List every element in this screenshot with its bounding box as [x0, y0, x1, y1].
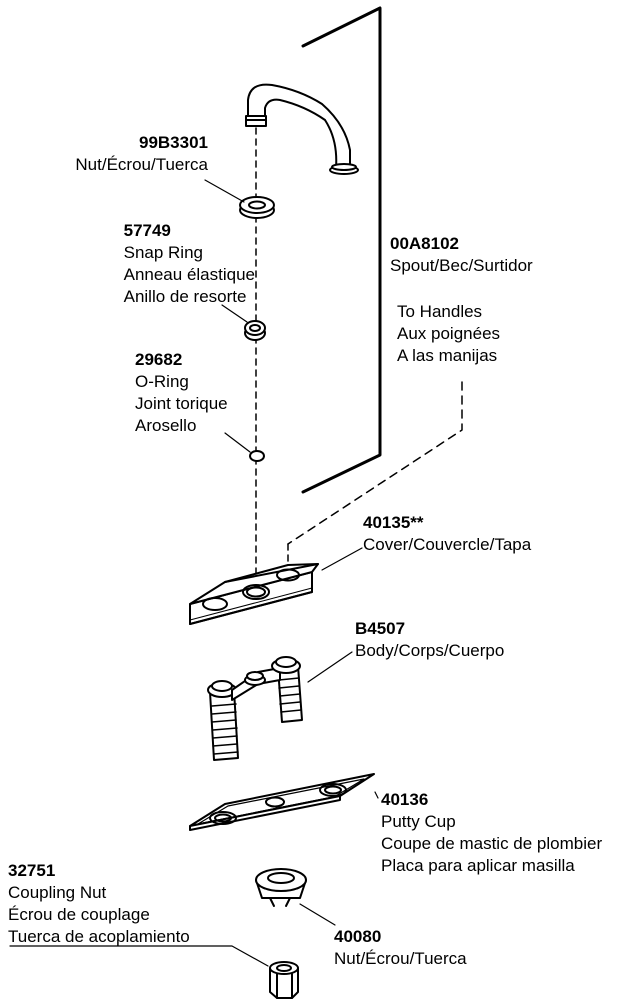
putty-cup-leader	[374, 791, 379, 799]
label-putty-cup: 40136 Putty Cup Coupe de mastic de plomb…	[381, 789, 602, 877]
part-description: Écrou de couplage	[8, 905, 150, 924]
label-spout-nut: 99B3301 Nut/Écrou/Tuerca	[75, 132, 208, 176]
note-line: Aux poignées	[397, 324, 501, 343]
part-description: Putty Cup	[381, 812, 456, 831]
part-number: 32751	[8, 861, 56, 880]
label-to-handles: To Handles Aux poignées A las manijas	[397, 301, 500, 367]
part-description: Joint torique	[135, 394, 228, 413]
part-description: Coupe de mastic de plombier	[381, 834, 603, 853]
part-description: Anillo de resorte	[123, 287, 247, 306]
bottom-nut-part	[255, 868, 307, 907]
label-coupling-nut: 32751 Coupling Nut Écrou de couplage Tue…	[8, 860, 190, 948]
part-description: Cover/Couvercle/Tapa	[363, 535, 532, 554]
part-description: Snap Ring	[123, 243, 203, 262]
spout-nut-leader	[204, 179, 245, 203]
part-number: 40080	[334, 927, 382, 946]
o-ring-leader	[224, 432, 251, 453]
label-cover: 40135** Cover/Couvercle/Tapa	[363, 512, 531, 556]
body-part	[207, 656, 303, 761]
spout-part	[245, 83, 359, 175]
note-line: To Handles	[397, 302, 483, 321]
part-number: 57749	[123, 221, 171, 240]
coupling-nut-leader	[9, 945, 269, 967]
part-description: Coupling Nut	[8, 883, 107, 902]
handles-dashed-line	[287, 381, 463, 545]
part-description: Tuerca de acoplamiento	[8, 927, 190, 946]
label-body: B4507 Body/Corps/Cuerpo	[355, 618, 504, 662]
putty-cup-part	[189, 773, 375, 831]
part-description: O-Ring	[135, 372, 189, 391]
label-bottom-nut: 40080 Nut/Écrou/Tuerca	[334, 926, 467, 970]
label-snap-ring: 57749 Snap Ring Anneau élastique Anillo …	[124, 220, 255, 308]
part-description: Spout/Bec/Surtidor	[390, 256, 533, 275]
o-ring-part	[249, 450, 265, 462]
part-number: 40135**	[363, 513, 424, 532]
part-number: 40136	[381, 790, 429, 809]
label-o-ring: 29682 O-Ring Joint torique Arosello	[135, 349, 228, 437]
spout-nut-part	[239, 196, 275, 219]
part-number: 99B3301	[138, 133, 208, 152]
part-description: Nut/Écrou/Tuerca	[75, 155, 208, 174]
part-description: Body/Corps/Cuerpo	[355, 641, 505, 660]
part-description: Anneau élastique	[123, 265, 255, 284]
part-description: Nut/Écrou/Tuerca	[334, 949, 467, 968]
label-spout: 00A8102 Spout/Bec/Surtidor	[390, 233, 533, 277]
part-number: 00A8102	[390, 234, 460, 253]
bottom-nut-leader	[299, 903, 336, 926]
body-leader	[307, 651, 353, 683]
spout-bracket	[301, 6, 382, 494]
part-number: 29682	[135, 350, 183, 369]
note-line: A las manijas	[397, 346, 498, 365]
snap-ring-part	[244, 320, 266, 341]
snap-ring-leader	[221, 304, 248, 323]
cover-leader	[321, 547, 363, 571]
part-description: Placa para aplicar masilla	[381, 856, 575, 875]
part-description: Arosello	[135, 416, 197, 435]
part-number: B4507	[355, 619, 406, 638]
coupling-nut-part	[269, 961, 299, 999]
cover-part	[189, 543, 319, 625]
